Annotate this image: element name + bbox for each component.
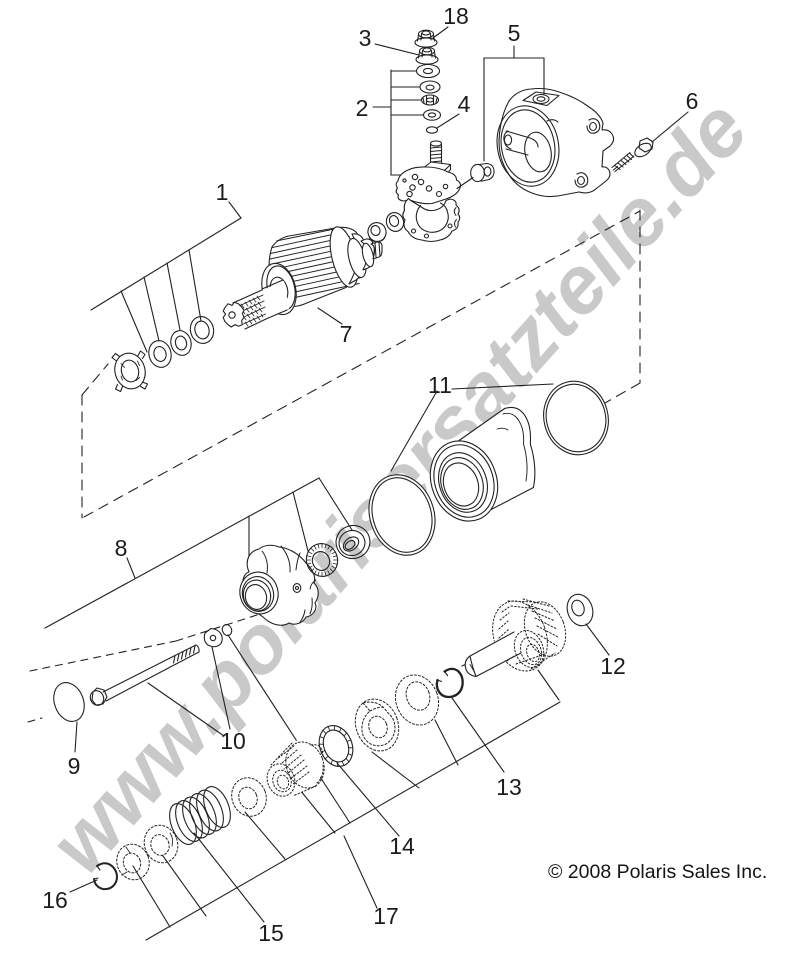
svg-text:14: 14: [389, 833, 415, 859]
svg-text:10: 10: [220, 728, 246, 754]
svg-text:© 2008 Polaris Sales Inc.: © 2008 Polaris Sales Inc.: [548, 861, 767, 883]
svg-text:13: 13: [496, 774, 522, 800]
svg-text:17: 17: [373, 903, 399, 929]
svg-text:9: 9: [68, 753, 81, 779]
svg-text:12: 12: [600, 653, 626, 679]
svg-text:1: 1: [216, 179, 229, 205]
svg-text:8: 8: [115, 535, 128, 561]
svg-text:7: 7: [340, 321, 353, 347]
svg-text:5: 5: [508, 20, 521, 46]
svg-text:16: 16: [42, 887, 68, 913]
svg-text:2: 2: [356, 95, 369, 121]
svg-text:11: 11: [428, 372, 452, 398]
svg-text:15: 15: [258, 920, 284, 946]
svg-text:3: 3: [359, 25, 372, 51]
svg-text:4: 4: [458, 91, 471, 117]
svg-text:6: 6: [686, 88, 699, 114]
svg-text:18: 18: [443, 3, 469, 29]
